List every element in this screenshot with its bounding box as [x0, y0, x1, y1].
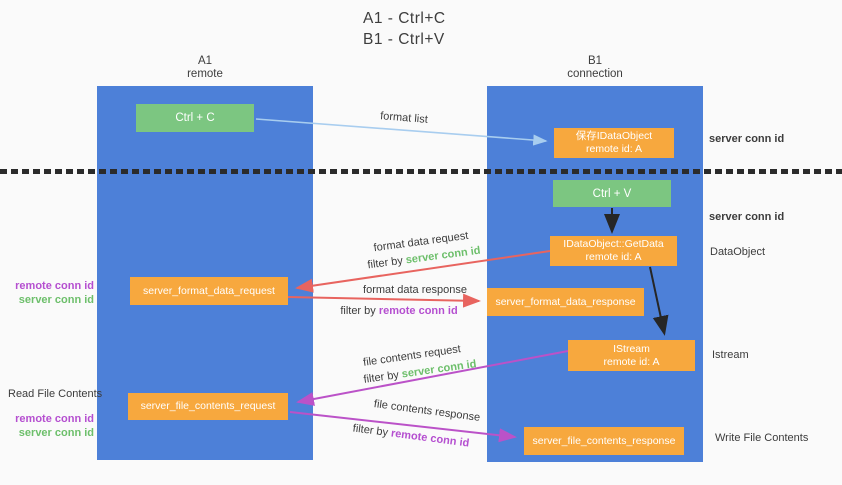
server-file-contents-response-label: server_file_contents_response [532, 434, 676, 447]
server-conn-id-label: server conn id [18, 294, 94, 306]
node-ctrl-c: Ctrl + C [136, 104, 254, 132]
node-ctrl-v: Ctrl + V [553, 180, 671, 207]
lane-b-header: B1 connection [487, 55, 703, 81]
server-conn-id-label: server conn id [18, 427, 94, 439]
filter-by-text: filter by [352, 422, 389, 439]
node-server-file-contents-request: server_file_contents_request [128, 393, 288, 420]
server-format-data-response-label: server_format_data_response [495, 295, 636, 308]
lane-a-header: A1 remote [97, 55, 313, 81]
left-conn-ids-format: remote conn id server conn id [0, 279, 94, 307]
node-server-format-data-request: server_format_data_request [130, 277, 288, 305]
server-format-data-request-label: server_format_data_request [143, 284, 275, 297]
lane-b-name: B1 [587, 55, 603, 67]
title-line-b1: B1 - Ctrl+V [363, 31, 445, 48]
edge-label-format-list: format list [379, 110, 429, 126]
node-save-idataobject: 保存IDataObject remote id: A [554, 128, 674, 158]
edge-label-file-contents-response: file contents response [373, 398, 481, 424]
edge-label-format-data-response: format data response [363, 284, 467, 296]
getdata-line2: remote id: A [585, 251, 642, 263]
remote-conn-id-text: remote conn id [378, 305, 458, 317]
arrow-format-data-response [287, 293, 481, 308]
left-conn-ids-file: remote conn id server conn id [0, 412, 94, 440]
filter-by-text: filter by [366, 254, 404, 272]
side-label-server-conn-id-top: server conn id [709, 133, 785, 145]
getdata-line1: IDataObject::GetData [563, 238, 664, 250]
lane-a-name: A1 [197, 55, 213, 67]
ctrl-v-label: Ctrl + V [592, 187, 632, 200]
side-label-write-file-contents: Write File Contents [715, 432, 809, 444]
remote-conn-id-text: remote conn id [390, 427, 470, 450]
lane-b-role: connection [567, 68, 623, 80]
node-idataobject-getdata: IDataObject::GetData remote id: A [550, 236, 677, 266]
save-idataobject-line1: 保存IDataObject [575, 130, 653, 142]
node-server-format-data-response: server_format_data_response [487, 288, 644, 316]
server-file-contents-request-label: server_file_contents_request [140, 400, 276, 412]
lane-a-role: remote [187, 68, 223, 80]
ctrl-c-label: Ctrl + C [175, 112, 215, 124]
side-label-server-conn-id-middle: server conn id [709, 211, 785, 223]
edge-label-format-data-response-filter: filter by remote conn id [340, 305, 457, 317]
istream-line1: IStream [613, 342, 650, 355]
side-label-read-file-contents: Read File Contents [8, 388, 103, 400]
node-istream: IStream remote id: A [568, 340, 695, 371]
title-line-a1: A1 - Ctrl+C [363, 10, 446, 27]
filter-by-text: filter by [362, 369, 400, 386]
filter-by-text: filter by [340, 305, 376, 317]
node-server-file-contents-response: server_file_contents_response [524, 427, 684, 455]
diagram-title: A1 - Ctrl+C B1 - Ctrl+V [363, 8, 446, 50]
istream-line2: remote id: A [603, 355, 660, 368]
phase-separator-dashed-line [0, 169, 842, 174]
side-label-istream: Istream [712, 349, 749, 361]
remote-conn-id-label: remote conn id [15, 413, 94, 425]
side-label-dataobject: DataObject [710, 246, 766, 258]
remote-conn-id-label: remote conn id [15, 280, 94, 292]
save-idataobject-line2: remote id: A [585, 143, 643, 155]
edge-label-file-contents-response-filter: filter by remote conn id [352, 422, 470, 449]
